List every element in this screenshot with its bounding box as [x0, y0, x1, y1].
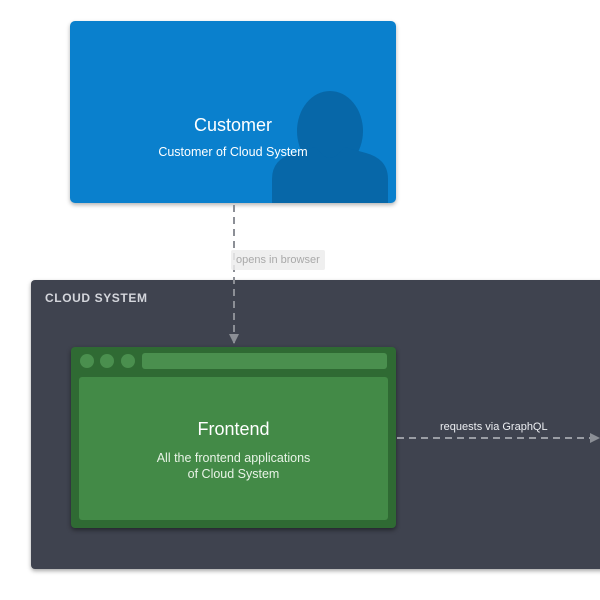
customer-node[interactable]: Customer Customer of Cloud System — [70, 21, 396, 203]
edge-label-requests-via-graphql: requests via GraphQL — [440, 421, 548, 433]
window-dot-icon — [100, 354, 114, 368]
frontend-description-line: of Cloud System — [187, 467, 280, 481]
window-dot-icon — [80, 354, 94, 368]
frontend-node[interactable]: Frontend All the frontend applications o… — [71, 347, 396, 528]
customer-title: Customer — [193, 115, 273, 135]
frontend-description-line: All the frontend applications — [156, 451, 311, 465]
frontend-content-panel: Frontend All the frontend applications o… — [79, 377, 388, 520]
person-icon — [272, 91, 388, 203]
browser-address-bar — [142, 353, 387, 369]
frontend-title: Frontend — [197, 419, 270, 439]
frontend-description: All the frontend applications of Cloud S… — [79, 450, 388, 482]
customer-description: Customer of Cloud System — [158, 145, 308, 159]
window-dot-icon — [121, 354, 135, 368]
boundary-label: CLOUD SYSTEM — [45, 291, 148, 305]
edge-label-opens-in-browser: opens in browser — [231, 250, 325, 270]
